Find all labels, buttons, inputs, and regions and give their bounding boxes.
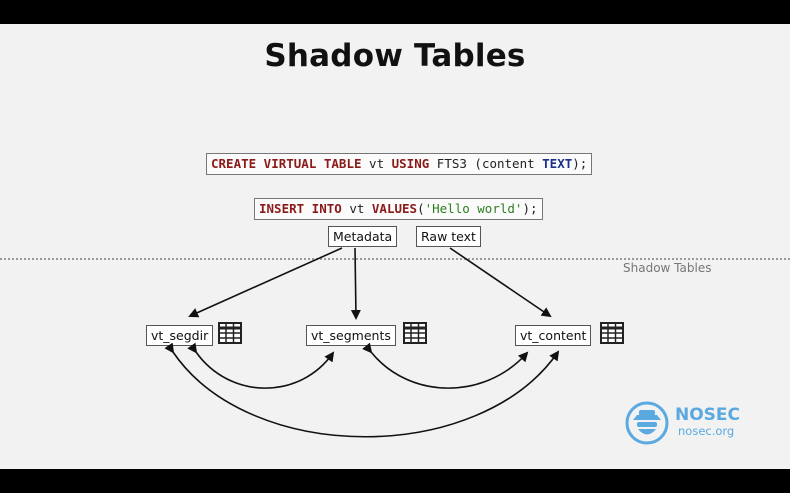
table-icon xyxy=(600,322,624,344)
sql-token: vt xyxy=(341,201,372,216)
table-icon xyxy=(403,322,427,344)
sql-token: TEXT xyxy=(542,156,573,171)
raw-text-box: Raw text xyxy=(416,226,481,247)
sql-token: USING xyxy=(391,156,430,171)
shadow-tables-divider xyxy=(0,258,790,260)
slide-title: Shadow Tables xyxy=(264,38,526,74)
arrow-metadata-to-segdir xyxy=(188,247,343,318)
vt-segdir-box: vt_segdir xyxy=(146,325,214,346)
arrow-segdir-content xyxy=(164,342,560,438)
arrow-rawtext-to-content xyxy=(449,247,552,318)
sql-token: ( xyxy=(417,201,425,216)
logo-name: NOSEC xyxy=(675,405,741,425)
nosec-logo-icon xyxy=(625,401,669,445)
sql-token: ); xyxy=(522,201,538,216)
sql-token: FTS3 (content xyxy=(429,156,543,171)
metadata-box: Metadata xyxy=(328,226,398,247)
insert-statement: INSERT INTO vt VALUES('Hello world'); xyxy=(254,198,543,220)
logo-url: nosec.org xyxy=(678,424,735,438)
arrow-segments-content xyxy=(362,342,529,389)
create-table-statement: CREATE VIRTUAL TABLE vt USING FTS3 (cont… xyxy=(206,153,593,175)
sql-token: INSERT INTO xyxy=(259,201,342,216)
shadow-tables-label: Shadow Tables xyxy=(623,261,712,275)
sql-token: CREATE VIRTUAL TABLE xyxy=(211,156,362,171)
sql-token: 'Hello world' xyxy=(424,201,523,216)
arrow-segdir-segments xyxy=(187,342,335,389)
sql-token: VALUES xyxy=(371,201,418,216)
arrow-metadata-to-segments xyxy=(350,247,361,320)
sql-token: ); xyxy=(572,156,588,171)
sql-token: vt xyxy=(361,156,392,171)
table-icon xyxy=(218,322,242,344)
